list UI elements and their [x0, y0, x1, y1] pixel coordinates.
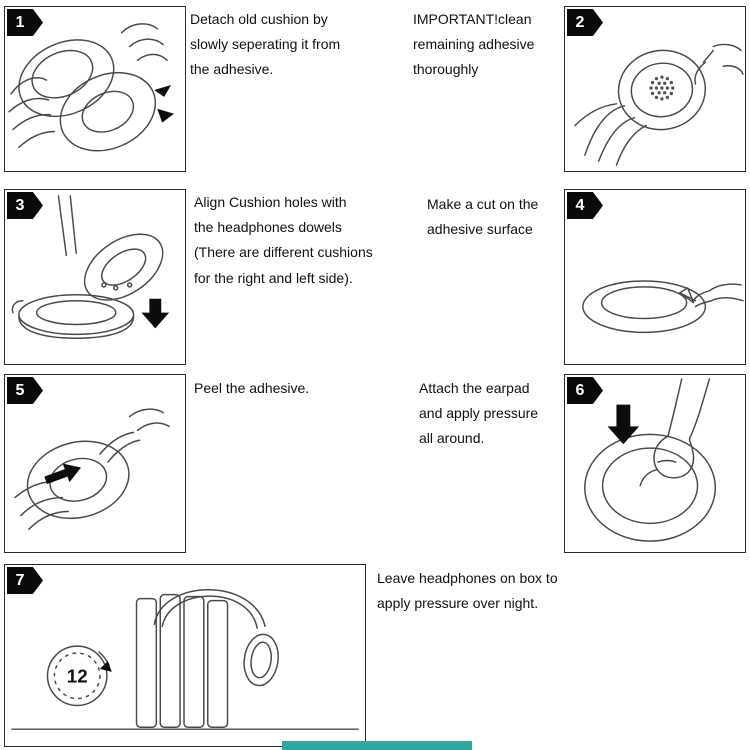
step-1-illustration: [8, 23, 175, 152]
step-2-number: 2: [575, 13, 585, 31]
headphone-on-surface-drawing: [11, 195, 135, 340]
step-3-number: 3: [15, 196, 25, 214]
step-3-illustration: [11, 195, 170, 340]
step-5-illustration: [14, 408, 170, 530]
clock-arrow-head: [99, 660, 112, 672]
pull-direction-arrows-icon: [154, 85, 175, 123]
step-6-number: 6: [575, 381, 585, 399]
step-7-panel: 7: [4, 564, 366, 747]
step-7-number: 7: [15, 571, 25, 589]
headphone-cup-drawing: [18, 39, 157, 152]
step-5-number: 5: [15, 381, 25, 399]
step-6-panel: 6: [564, 374, 746, 553]
step-1-number: 1: [15, 13, 25, 31]
step-2-panel: 2: [564, 6, 746, 172]
clock-hours-label: 12: [67, 666, 88, 687]
step-1-panel: 1: [4, 6, 186, 172]
headphones-drawing: [153, 588, 279, 687]
cup-face-drawing: [617, 49, 707, 131]
cushion-ring-drawing: [26, 440, 130, 520]
step-6-text: Attach the earpad and apply pressure all…: [419, 380, 539, 447]
peel-direction-arrow-icon: [44, 463, 82, 485]
step-2-illustration: [574, 43, 744, 166]
press-down-arrow-icon: [607, 404, 640, 445]
down-arrow-icon: [141, 298, 170, 329]
hands-drawing: [8, 23, 168, 149]
step-4-illustration: [582, 280, 744, 334]
bottom-accent-strip: [282, 741, 472, 750]
pressing-hand-drawing: [639, 378, 711, 487]
adhesive-residue-dots: [649, 75, 675, 101]
step-5-text: Peel the adhesive.: [194, 380, 310, 396]
cushion-drawing: [83, 233, 164, 301]
step-5-panel: 5: [4, 374, 186, 553]
step-7-text: Leave headphones on box to apply pressur…: [377, 570, 558, 612]
box-stack-drawing: [135, 593, 229, 728]
cutting-hand-drawing: [678, 283, 744, 308]
earpad-side-drawing: [584, 433, 717, 542]
peeling-hand-drawing: [14, 408, 170, 530]
step-2-text: IMPORTANT!clean remaining adhesive thoro…: [413, 11, 535, 78]
step-1-text: Detach old cushion by slowly seperating …: [190, 11, 341, 78]
step-6-illustration: [584, 378, 717, 542]
step-3-panel: 3: [4, 189, 186, 365]
earpad-drawing: [582, 280, 707, 334]
hands-drawing: [574, 43, 744, 166]
step-4-number: 4: [575, 196, 585, 214]
step-7-illustration: 12: [11, 588, 359, 730]
step-3-text: Align Cushion holes with the headphones …: [194, 194, 373, 286]
step-4-text: Make a cut on the adhesive surface: [427, 196, 539, 238]
step-4-panel: 4: [564, 189, 746, 365]
